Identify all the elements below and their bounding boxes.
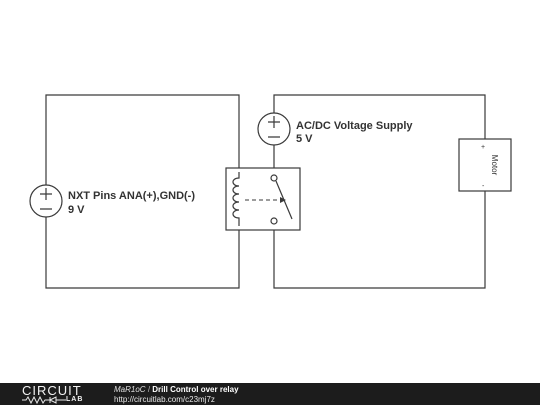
author-link[interactable]: MaR1oC [114,385,146,394]
nxt-source-label: NXT Pins ANA(+),GND(-) [68,190,195,202]
motor-plus: + [481,144,485,151]
circuit-meta: MaR1oC / Drill Control over relay http:/… [114,385,239,405]
logo-word-lab: LAB [66,396,84,403]
logo-wave-icon [22,396,66,404]
wire-left-loop [45,94,240,289]
acdc-voltage-supply[interactable] [257,112,291,146]
motor[interactable]: Motor + - [458,138,512,192]
schematic-canvas: Motor + - NXT Pins ANA(+),GND(-) 9 V AC/… [29,94,512,289]
circuit-url[interactable]: http://circuitlab.com/c23mj7z [114,395,215,404]
wire-switch-bottom [273,190,486,289]
footer-bar: CIRCUIT LAB MaR1oC / Drill Control over … [0,383,540,405]
circuit-title[interactable]: Drill Control over relay [152,385,239,394]
circuitlab-logo[interactable]: CIRCUIT LAB [22,384,104,404]
motor-label: Motor [490,155,499,176]
relay-coil [232,172,240,226]
relay-contact-top [270,174,278,182]
nxt-source-value: 9 V [68,204,85,216]
relay[interactable] [225,167,301,231]
nxt-voltage-source[interactable] [29,184,63,218]
meta-separator: / [147,385,151,394]
logo-word-circuit: CIRCUIT [22,383,82,398]
motor-minus: - [482,183,485,190]
wire-supply-top [273,94,486,140]
relay-contact-bottom [270,217,278,225]
supply-label: AC/DC Voltage Supply [296,120,413,132]
relay-switch-lever [275,180,293,220]
supply-value: 5 V [296,133,313,145]
